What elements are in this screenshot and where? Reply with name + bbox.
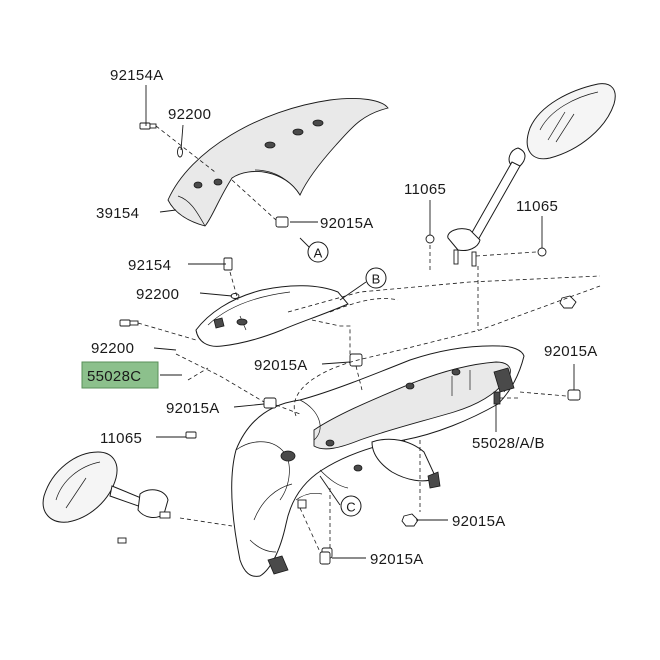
grommet-92015A-left <box>263 397 301 415</box>
label-92015A-low2: 92015A <box>370 551 424 568</box>
label-92015A-low1: 92015A <box>452 513 506 530</box>
label-92015A-mid: 92015A <box>254 357 308 374</box>
label-11065-left: 11065 <box>100 430 142 447</box>
label-55028-a-b: 55028/A/B <box>472 435 545 452</box>
label-92015A-right: 92015A <box>544 343 598 360</box>
grommet-92015A-mid <box>349 353 363 391</box>
callout-c: C <box>340 495 362 517</box>
callout-a-letter: A <box>314 246 323 261</box>
callout-b-letter: B <box>372 272 381 287</box>
grommet-92015A-top <box>231 179 289 228</box>
label-92154: 92154 <box>128 257 171 274</box>
callout-a: A <box>307 241 329 263</box>
bolt-92154 <box>223 257 240 301</box>
label-92200-mid: 92200 <box>136 286 179 303</box>
label-92200-top: 92200 <box>168 106 211 123</box>
label-11065-right-top: 11065 <box>404 181 446 198</box>
leader-lines <box>145 85 575 559</box>
label-92015A-left: 92015A <box>166 400 220 417</box>
part-labels: 92154A 92200 39154 92015A 92154 92200 92… <box>87 67 598 568</box>
grommet-92015A-low1 <box>401 513 419 527</box>
assembly-lines <box>175 275 601 553</box>
upper-cowl-bracket <box>195 285 349 347</box>
windscreen-part <box>167 97 389 227</box>
left-mirror-part <box>42 431 233 544</box>
callout-b: B <box>365 267 387 289</box>
right-mirror-part <box>425 83 616 330</box>
nut-top-right <box>559 295 577 309</box>
highlight-55028C <box>81 361 159 389</box>
callout-c-letter: C <box>346 500 355 515</box>
label-39154: 39154 <box>96 205 139 222</box>
main-upper-fairing <box>231 345 525 577</box>
label-55028C: 55028C <box>87 368 141 385</box>
bracket-55028 <box>493 391 520 405</box>
grommet-92015A-low2 <box>319 551 331 565</box>
grommet-92015A-right <box>519 389 581 401</box>
label-92200-left: 92200 <box>91 340 134 357</box>
label-11065-right-mid: 11065 <box>516 198 558 215</box>
label-92015A-top: 92015A <box>320 215 374 232</box>
label-92154A: 92154A <box>110 67 164 84</box>
bolt-92200-left <box>119 319 197 341</box>
